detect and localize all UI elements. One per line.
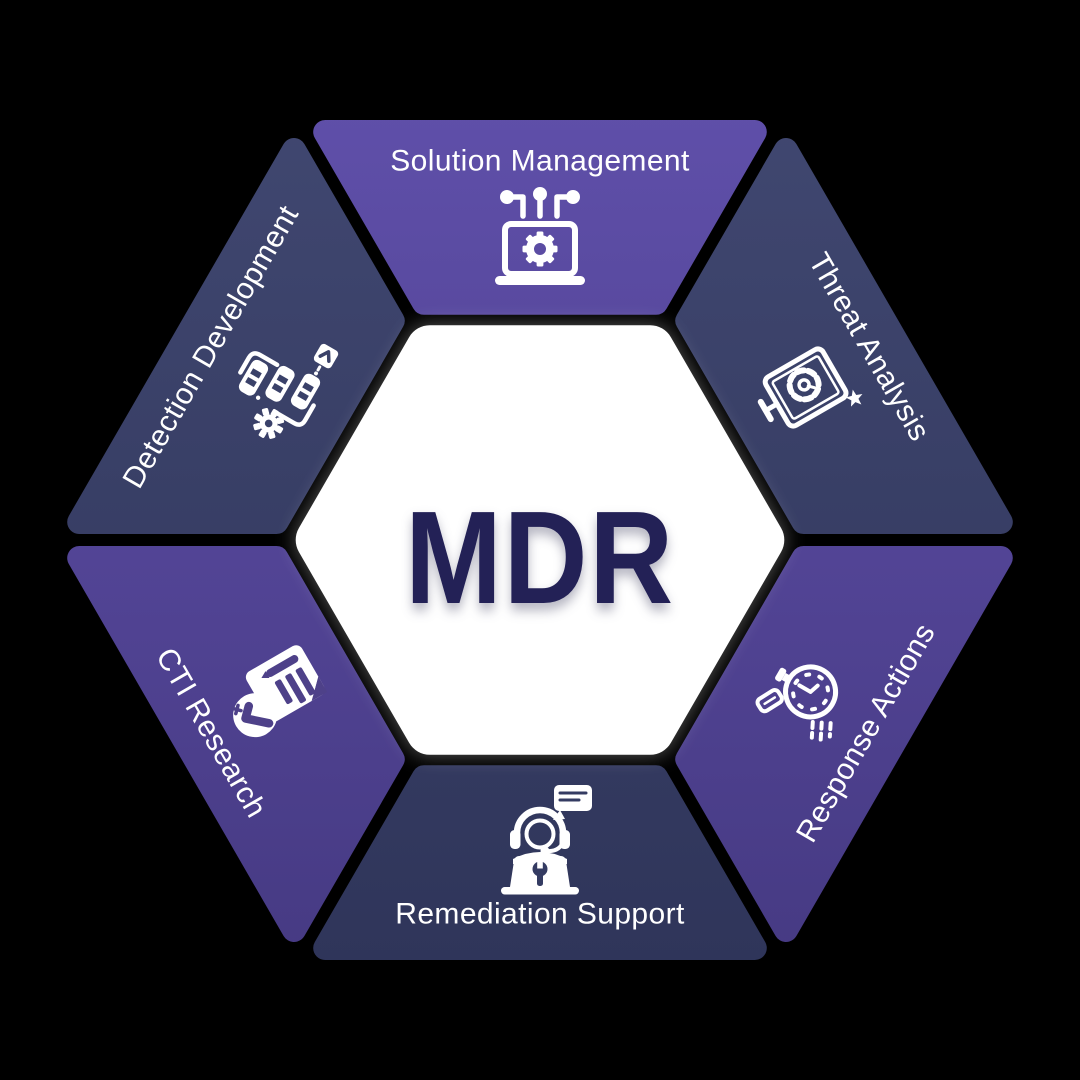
segment-cti-research [67,546,405,942]
stopwatch-icon [755,664,839,743]
label-solution-management: Solution Management [390,145,690,178]
segment-detection-development [67,138,405,534]
gear-flowchart-icon [238,343,339,439]
run-box-glyph [313,343,339,369]
center-hexagon [295,325,785,755]
workflow-card [265,365,295,402]
support-agent-icon [501,785,592,895]
workflow-card [238,359,269,396]
segment-response-actions [675,546,1013,942]
laptop-gear-icon [495,187,585,285]
label-remediation-support: Remediation Support [395,898,685,931]
gear-glyph [253,407,285,439]
workflow-card [290,373,321,410]
monitor-gauge-icon [757,346,863,429]
segment-threat-analysis [675,138,1013,534]
center-title: MDR [405,484,675,632]
star-glyph [845,389,863,407]
document-check-icon [231,645,328,738]
